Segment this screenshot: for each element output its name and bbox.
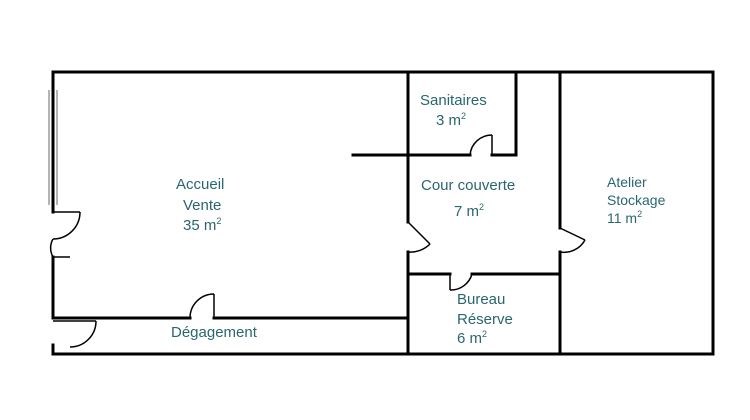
room-label-degagement: Dégagement	[171, 323, 257, 343]
room-accueil-area: 35 m2	[183, 215, 222, 234]
room-degagement-name: Dégagement	[171, 324, 257, 341]
window-left	[48, 90, 58, 205]
door-atelier-leaf	[559, 227, 586, 241]
room-label-atelier: Atelier Stockage 11 m2	[607, 173, 665, 228]
room-accueil-name: Accueil	[176, 176, 225, 193]
room-atelier-area: 11 m2	[607, 209, 643, 227]
door-accueil-degagement-arc	[189, 293, 215, 319]
room-label-bureau: Bureau Réserve 6 m2	[457, 290, 513, 349]
interior-walls	[51, 70, 562, 356]
door-degagement-exit-arc	[69, 320, 97, 348]
room-label-vente: Vente 35 m2	[183, 197, 221, 236]
room-sanitaires-area: 3 m2	[436, 110, 467, 129]
room-label-cour: Cour couverte 7 m2	[421, 176, 515, 221]
room-cour-name: Cour couverte	[421, 177, 516, 194]
room-cour-area: 7 m2	[454, 201, 485, 220]
outer-walls	[51, 70, 715, 356]
room-label-accueil: Accueil	[176, 175, 224, 195]
door-swings	[49, 134, 586, 348]
door-cour-arc	[407, 243, 431, 253]
room-atelier-name: Atelier	[607, 174, 647, 190]
door-bureau-arc	[449, 273, 473, 291]
door-atelier-arc	[559, 239, 586, 254]
door-sanitaires-arc	[469, 134, 493, 156]
room-bureau-area: 6 m2	[457, 329, 488, 347]
door-cour-leaf	[407, 221, 431, 245]
room-sanitaires-name: Sanitaires	[420, 92, 487, 109]
room-stockage-name: Stockage	[607, 192, 666, 209]
room-label-sanitaires: Sanitaires 3 m2	[420, 92, 487, 131]
room-bureau-name: Bureau	[457, 291, 506, 308]
door-entrance-arc	[52, 211, 81, 240]
room-vente-name: Vente	[183, 197, 222, 214]
room-reserve-name: Réserve	[457, 310, 513, 328]
